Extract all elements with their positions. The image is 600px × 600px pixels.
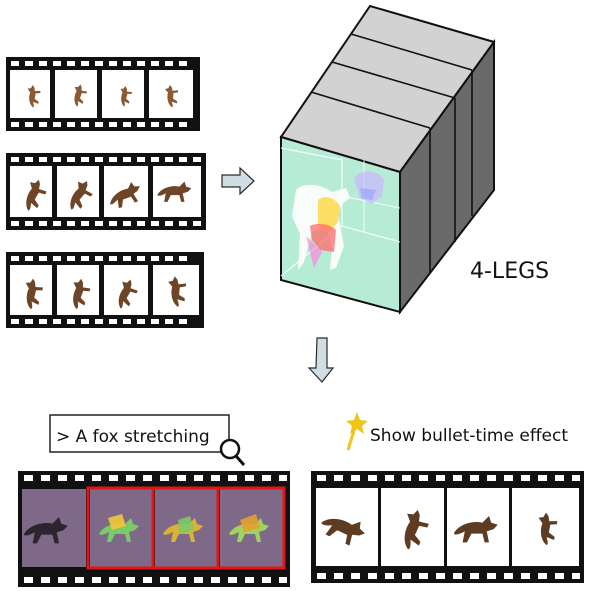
selected-frames — [86, 486, 286, 570]
input-film-strip-1 — [6, 57, 200, 131]
text-query[interactable]: > A fox stretching — [56, 427, 210, 447]
magic-wand-icon — [346, 412, 368, 451]
magnifier-icon — [219, 438, 246, 466]
model-volume — [279, 4, 496, 315]
fox-silhouette-icon — [292, 171, 384, 270]
effect-label: Show bullet-time effect — [370, 426, 568, 446]
fox-silhouette-icon — [23, 514, 269, 544]
text-query-box[interactable]: > A fox stretching — [49, 414, 230, 453]
down-arrow-icon — [307, 337, 335, 383]
input-film-strip-2 — [6, 153, 206, 230]
model-label: 4-LEGS — [470, 259, 549, 284]
right-arrow-icon — [221, 166, 255, 196]
input-film-strip-3 — [6, 252, 204, 328]
query-output-film-strip — [18, 471, 290, 587]
bullet-time-film-strip — [311, 471, 584, 583]
